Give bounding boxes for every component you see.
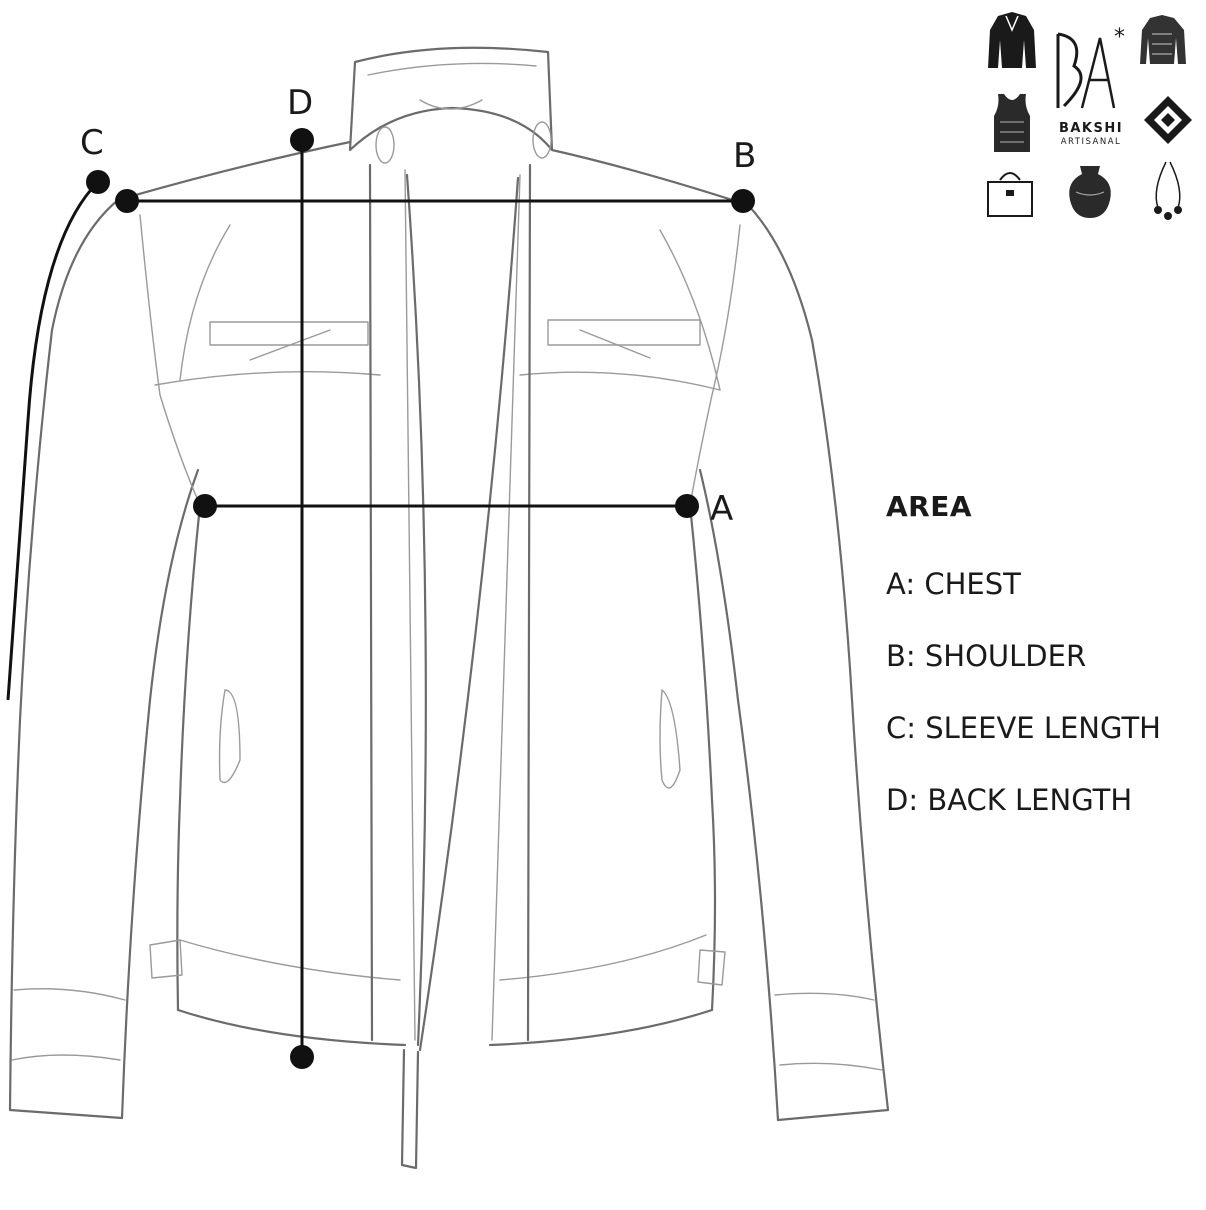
- label-c: C: [80, 123, 104, 163]
- brand-logo-grid: * BAKSHI ARTISA: [948, 0, 1206, 222]
- monogram-logo: *: [1056, 25, 1125, 109]
- handbag-icon: [987, 172, 1033, 217]
- label-d: D: [287, 83, 313, 123]
- pot-icon: [1069, 166, 1111, 218]
- sleeve-length-line: [6, 180, 100, 701]
- tank-top-icon: [994, 94, 1030, 152]
- svg-text:*: *: [1114, 25, 1125, 50]
- point-labels: A B C D: [80, 83, 756, 529]
- point-a-right: [675, 494, 699, 518]
- label-a: A: [710, 489, 733, 529]
- brand-tagline: ARTISANAL: [1060, 137, 1122, 147]
- legend-item-chest: A: CHEST: [886, 567, 1021, 601]
- point-a-left: [193, 494, 217, 518]
- brand-icons: *: [987, 12, 1192, 220]
- sweater-icon: [1140, 15, 1186, 64]
- legend-item-shoulder: B: SHOULDER: [886, 639, 1087, 673]
- legend-item-back-length: D: BACK LENGTH: [886, 783, 1133, 817]
- jacket-sketch: [8, 46, 890, 1170]
- point-d-bottom: [290, 1045, 314, 1069]
- pattern-motif-icon: [1144, 96, 1192, 144]
- brand-name: BAKSHI: [1058, 121, 1124, 136]
- legend-heading: AREA: [886, 490, 973, 523]
- point-c: [86, 170, 110, 194]
- label-b: B: [733, 136, 756, 176]
- point-b-left: [115, 189, 139, 213]
- necklace-icon: [1154, 161, 1182, 220]
- point-d-top: [290, 128, 314, 152]
- area-legend: AREA A: CHEST B: SHOULDER C: SLEEVE LENG…: [886, 490, 1161, 855]
- legend-item-sleeve-length: C: SLEEVE LENGTH: [886, 711, 1161, 745]
- measurement-lines: [6, 140, 743, 1057]
- point-b-right: [731, 189, 755, 213]
- leather-jacket-icon: [988, 12, 1036, 68]
- measurement-points: [86, 128, 755, 1069]
